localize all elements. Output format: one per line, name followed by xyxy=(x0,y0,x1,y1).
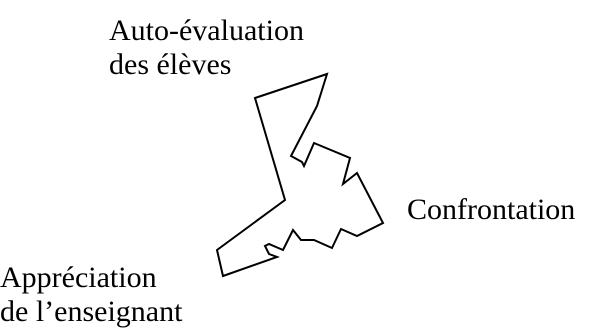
label-appreciation: Appréciation de l’enseignant xyxy=(0,261,182,329)
label-auto-evaluation: Auto-évaluation des élèves xyxy=(109,14,304,82)
label-auto-evaluation-line-2: des élèves xyxy=(109,48,232,81)
label-auto-evaluation-line-1: Auto-évaluation xyxy=(109,14,304,47)
label-confrontation: Confrontation xyxy=(407,193,576,226)
label-appreciation-line-1: Appréciation xyxy=(0,261,157,294)
three-way-arrow-outline xyxy=(215,72,385,278)
label-appreciation-line-2: de l’enseignant xyxy=(0,295,183,328)
